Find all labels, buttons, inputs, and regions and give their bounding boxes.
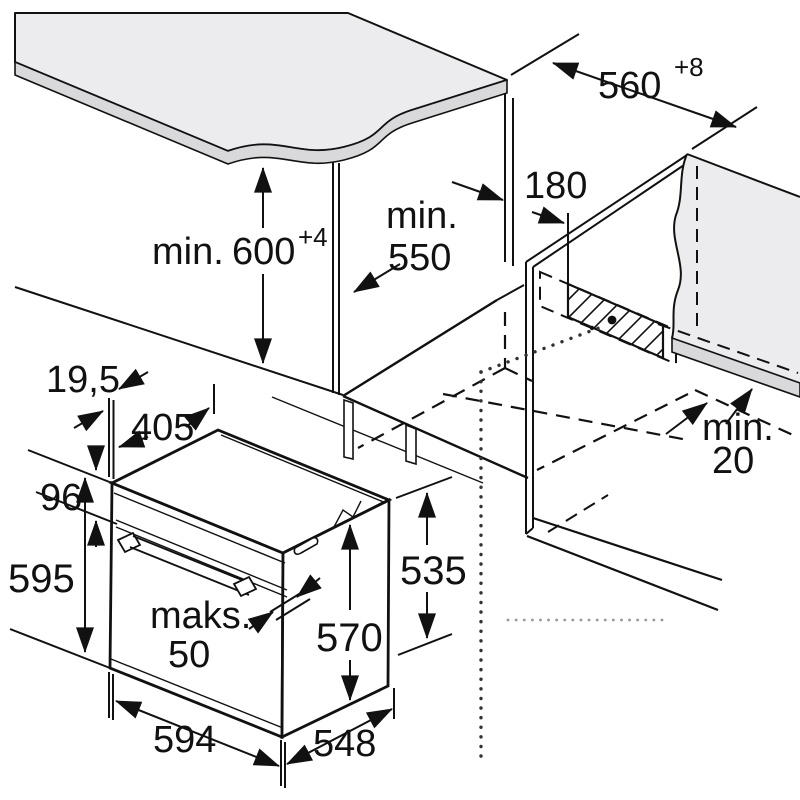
- dim-handle-max-label: 50: [168, 634, 210, 676]
- diagonal-dotted-guide: [479, 324, 606, 374]
- dim-niche-depth-label: 550: [388, 237, 451, 279]
- ext-535-top: [395, 476, 453, 499]
- panel-top-edge-outer: [525, 154, 688, 263]
- hidden-base-edge-a: [442, 392, 689, 442]
- dim-rear-gap-prefix: min.: [702, 407, 774, 449]
- niche-floor-left-edge: [342, 298, 498, 398]
- dim-405-arrow-a: [184, 407, 210, 431]
- dim-niche-height-prefix: min.: [152, 231, 224, 273]
- niche-floor-front-edge: [342, 394, 529, 480]
- oven-top-back-lip: [220, 434, 387, 504]
- handle-right-cap: [232, 575, 258, 598]
- base-front-edge-top: [532, 516, 723, 582]
- floor-line-left: [14, 286, 344, 396]
- alignment-guides: [479, 324, 670, 759]
- dim-facia-thickness-label: 19,5: [46, 359, 120, 401]
- dim-195-arrow-b: [73, 410, 104, 432]
- dimension-lines: [9, 33, 758, 788]
- plinth-leg-1: [343, 398, 354, 460]
- dim-548-line: [286, 708, 393, 765]
- right-counter-face: [672, 154, 800, 383]
- hidden-floor-right: [504, 367, 533, 382]
- dim-handle-max-prefix: maks.: [150, 595, 251, 637]
- niche-cabinet: [14, 94, 796, 484]
- hidden-base-edge-b: [536, 393, 689, 471]
- dim-195-arrow-a: [118, 368, 149, 390]
- right-side-panel: [525, 154, 723, 612]
- vent-alignment-dot: [607, 315, 617, 325]
- dim-oven-width-label: 594: [153, 719, 216, 761]
- dim-body-height-label: 570: [316, 616, 383, 660]
- leader-20-lower: [665, 402, 708, 435]
- oven-frame-line: [113, 492, 286, 564]
- left-countertop-surface: [14, 12, 508, 152]
- vent-zone-dashed: [539, 270, 677, 366]
- ext-560-right: [691, 106, 758, 150]
- ext-595-top: [27, 449, 113, 484]
- handle-bar-top: [132, 535, 253, 585]
- dim-niche-height-tol: +4: [298, 222, 328, 252]
- dim-560-line: [552, 62, 737, 128]
- control-panel-bottom-b: [115, 526, 288, 598]
- dim-oven-depth-label: 548: [313, 723, 376, 765]
- dim-top-depth-label: 405: [131, 407, 194, 449]
- dim-rear-gap-label: 20: [712, 440, 754, 482]
- dim-oven-height-label: 595: [8, 557, 75, 601]
- dim-niche-height-label: 600: [232, 231, 295, 273]
- dim-180-arrow-left: [451, 181, 504, 201]
- hatch-lines: [568, 284, 663, 358]
- dim-vent-offset-label: 180: [524, 165, 587, 207]
- base-front-edge-bottom: [526, 534, 719, 612]
- vent-alignment-dot-small: [589, 325, 595, 331]
- hidden-counter-back-edge: [657, 323, 799, 374]
- vent-cutout: [539, 270, 677, 366]
- right-countertop: [657, 153, 800, 398]
- hidden-base-return: [547, 494, 609, 533]
- dim-side-height-label: 535: [400, 549, 467, 593]
- control-panel-bottom-a: [115, 519, 288, 591]
- door-handle: [116, 531, 258, 598]
- oven-side-notch: [333, 500, 362, 528]
- right-counter-break-edge: [671, 153, 688, 339]
- dim-594-line: [115, 700, 280, 767]
- ext-560-left: [510, 33, 580, 76]
- dim-405-arrow-b: [118, 430, 149, 448]
- right-counter-top-line: [686, 153, 800, 198]
- dim-panel-height-label: 96: [40, 477, 82, 519]
- ext-535-bottom: [397, 633, 453, 656]
- left-countertop-edge-band: [14, 61, 508, 165]
- dim-180-arrow-right: [531, 206, 565, 224]
- panel-bottom-corner: [525, 527, 534, 535]
- dimension-labels: 560 +8 min. 600 +4 min. 550 180 min. 20 …: [8, 52, 774, 765]
- right-counter-edge-band: [671, 336, 800, 398]
- niche-floor-slab-bottom: [271, 396, 484, 484]
- leader-20-upper: [725, 388, 753, 425]
- dim-niche-depth-prefix: min.: [386, 195, 458, 237]
- ext-595-bottom: [9, 628, 111, 669]
- tick-50-b: [275, 598, 311, 621]
- left-countertop: [14, 12, 508, 165]
- side-grip-slot: [293, 537, 319, 555]
- handle-bar-bottom: [129, 546, 250, 596]
- leader-550: [353, 263, 401, 293]
- niche-floor-back-corner: [496, 284, 525, 301]
- dim-niche-width-tol: +8: [674, 52, 704, 82]
- oven-side-face: [280, 497, 391, 740]
- dim-niche-width-label: 560: [598, 65, 661, 107]
- dim-50-arrow-b: [247, 611, 274, 634]
- dim-50-arrow-a: [296, 574, 322, 598]
- handle-left-cap: [116, 531, 142, 554]
- panel-top-edge-inner: [532, 162, 688, 268]
- oven-isometric: [108, 428, 393, 740]
- plinth-leg-2: [405, 423, 417, 466]
